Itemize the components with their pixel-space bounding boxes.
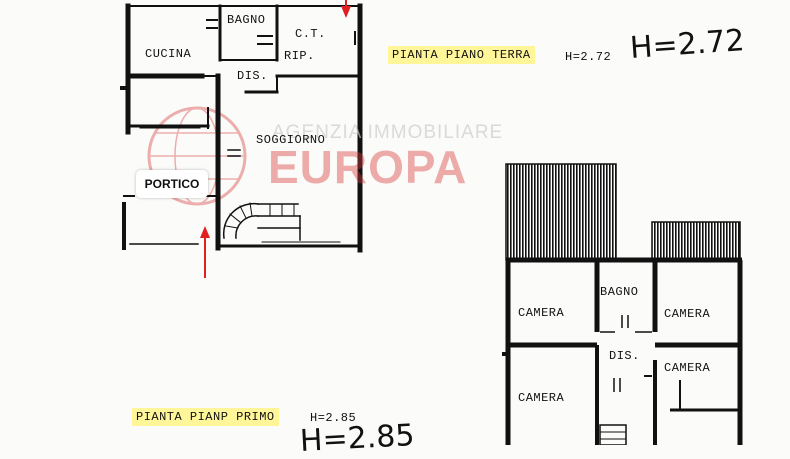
ground-floor-height-handwritten: H=2.72 — [628, 23, 746, 66]
room-label-camera: CAMERA — [518, 306, 565, 320]
room-label-camera: CAMERA — [664, 307, 711, 321]
room-label-cucina: CUCINA — [145, 47, 192, 61]
room-label-dis-first: DIS. — [609, 349, 640, 363]
room-label-bagno: BAGNO — [227, 13, 266, 27]
room-label-bagno-first: BAGNO — [600, 285, 639, 299]
floor-plan-drawing — [120, 0, 743, 445]
ground-floor-height: H=2.72 — [565, 50, 612, 64]
first-floor-height-handwritten: H=2.85 — [299, 418, 416, 459]
entrance-arrow-icon — [341, 0, 351, 18]
ground-floor-title: PIANTA PIANO TERRA — [388, 46, 535, 64]
room-label-rip: RIP. — [284, 49, 315, 63]
room-label-camera: CAMERA — [664, 361, 711, 375]
room-label-soggiorno: SOGGIORNO — [256, 133, 326, 147]
room-label-portico: PORTICO — [136, 170, 208, 198]
ground-floor-plan — [120, 3, 363, 253]
watermark-brand-text: EUROPA — [268, 141, 468, 193]
first-floor-plan — [502, 163, 743, 445]
watermark-agency-text: AGENZIA IMMOBILIARE — [272, 122, 504, 143]
first-floor-title: PIANTA PIANP PRIMO — [132, 408, 279, 426]
first-floor-height: H=2.85 — [310, 411, 357, 425]
room-label-dis: DIS. — [237, 69, 268, 83]
room-label-camera: CAMERA — [518, 391, 565, 405]
entrance-arrow-icon — [200, 226, 210, 278]
room-label-ct: C.T. — [295, 27, 326, 41]
